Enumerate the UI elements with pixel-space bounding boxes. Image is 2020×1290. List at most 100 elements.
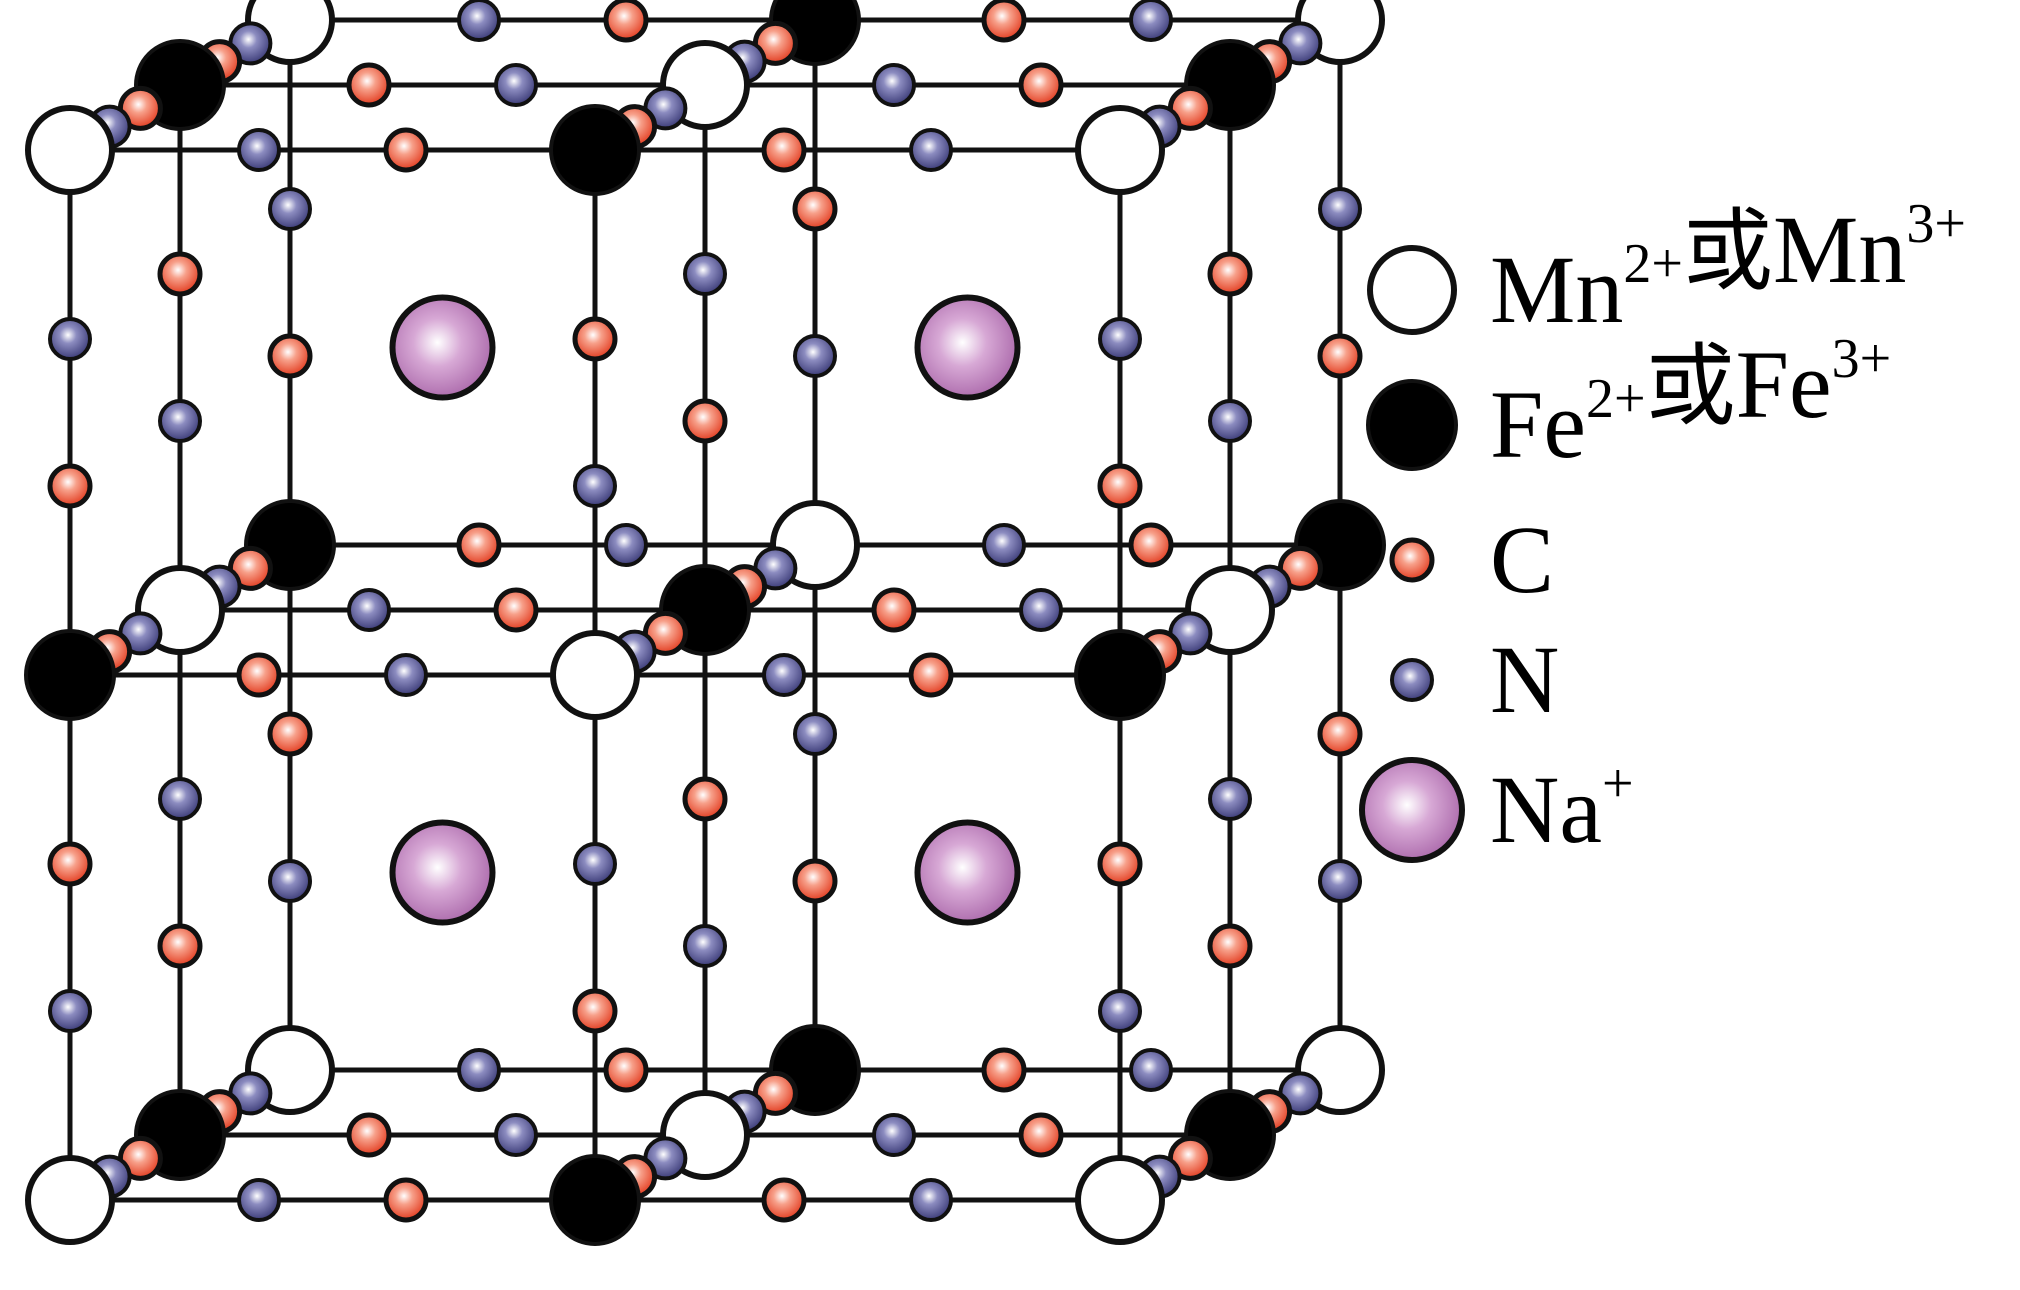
na-ion bbox=[914, 294, 1021, 401]
carbon-atom bbox=[267, 711, 313, 757]
legend-item-mn: Mn2+或Mn3+ bbox=[1367, 193, 1966, 343]
legend-label: C bbox=[1490, 506, 1554, 613]
nitrogen-atom bbox=[573, 842, 617, 886]
nitrogen-atom bbox=[494, 63, 538, 107]
nitrogen-atom bbox=[347, 588, 391, 632]
carbon-atom bbox=[981, 0, 1027, 43]
nitrogen-atom bbox=[909, 128, 953, 172]
carbon-atom bbox=[871, 587, 917, 633]
carbon-atom bbox=[383, 127, 429, 173]
nitrogen-atom bbox=[268, 859, 312, 903]
carbon-atom bbox=[1018, 62, 1064, 108]
nitrogen-atom bbox=[1318, 859, 1362, 903]
nitrogen-atom bbox=[1129, 0, 1173, 42]
carbon-atom bbox=[603, 1047, 649, 1093]
fe-ion bbox=[24, 629, 116, 721]
legend-label: N bbox=[1490, 626, 1559, 733]
legend-label: Fe2+或Fe3+ bbox=[1490, 328, 1891, 478]
carbon-atom bbox=[383, 1177, 429, 1223]
carbon-atom bbox=[981, 1047, 1027, 1093]
nitrogen-atom bbox=[1098, 989, 1142, 1033]
mn-ion bbox=[1075, 105, 1165, 195]
legend-marker-fe bbox=[1366, 379, 1458, 471]
legend-label: Na+ bbox=[1490, 753, 1634, 863]
nitrogen-atom bbox=[268, 187, 312, 231]
carbon-atom bbox=[1097, 841, 1143, 887]
carbon-atom bbox=[1128, 522, 1174, 568]
carbon-atom bbox=[603, 0, 649, 43]
na-ion bbox=[914, 819, 1021, 926]
nitrogen-atom bbox=[1208, 777, 1252, 821]
carbon-atom bbox=[1317, 711, 1363, 757]
carbon-atom bbox=[157, 251, 203, 297]
mn-ion bbox=[25, 105, 115, 195]
legend: Mn2+或Mn3+Fe2+或Fe3+ CN Na+ bbox=[1359, 193, 1966, 863]
nitrogen-atom bbox=[1129, 1048, 1173, 1092]
carbon-atom bbox=[456, 522, 502, 568]
legend-item-n: N bbox=[1390, 626, 1559, 733]
carbon-atom bbox=[1317, 333, 1363, 379]
carbon-atom bbox=[761, 127, 807, 173]
nitrogen-atom bbox=[793, 712, 837, 756]
carbon-atom bbox=[1207, 923, 1253, 969]
carbon-atom bbox=[1018, 1112, 1064, 1158]
carbon-atom bbox=[47, 463, 93, 509]
nitrogen-atom bbox=[158, 399, 202, 443]
carbon-atom bbox=[908, 652, 954, 698]
nitrogen-atom bbox=[384, 653, 428, 697]
fe-ion bbox=[549, 104, 641, 196]
legend-marker-mn bbox=[1367, 245, 1457, 335]
carbon-atom bbox=[1207, 251, 1253, 297]
nitrogen-atom bbox=[158, 777, 202, 821]
nitrogen-atom bbox=[683, 252, 727, 296]
mn-ion bbox=[1075, 1155, 1165, 1245]
fe-ion bbox=[1074, 629, 1166, 721]
nitrogen-atom bbox=[872, 63, 916, 107]
na-ion bbox=[389, 819, 496, 926]
nitrogen-atom bbox=[48, 317, 92, 361]
carbon-atom bbox=[682, 398, 728, 444]
nitrogen-atom bbox=[48, 989, 92, 1033]
nitrogen-atom bbox=[793, 334, 837, 378]
nitrogen-atom bbox=[762, 653, 806, 697]
nitrogen-atom bbox=[1098, 317, 1142, 361]
fe-ion bbox=[549, 1154, 641, 1246]
legend-item-c: C bbox=[1389, 506, 1554, 613]
nitrogen-atom bbox=[573, 464, 617, 508]
mn-ion bbox=[25, 1155, 115, 1245]
legend-marker-na bbox=[1359, 757, 1465, 863]
nitrogen-atom bbox=[494, 1113, 538, 1157]
nitrogen-atom bbox=[1208, 399, 1252, 443]
carbon-atom bbox=[47, 841, 93, 887]
carbon-atom bbox=[572, 316, 618, 362]
nitrogen-atom bbox=[982, 523, 1026, 567]
carbon-atom bbox=[236, 652, 282, 698]
legend-marker-c bbox=[1389, 537, 1435, 583]
carbon-atom bbox=[761, 1177, 807, 1223]
legend-label: Mn2+或Mn3+ bbox=[1490, 193, 1966, 343]
atoms bbox=[24, 0, 1386, 1246]
nitrogen-atom bbox=[457, 0, 501, 42]
nitrogen-atom bbox=[237, 128, 281, 172]
nitrogen-atom bbox=[1019, 588, 1063, 632]
nitrogen-atom bbox=[683, 924, 727, 968]
carbon-atom bbox=[346, 1112, 392, 1158]
carbon-atom bbox=[157, 923, 203, 969]
legend-item-na: Na+ bbox=[1359, 753, 1634, 863]
na-ion bbox=[389, 294, 496, 401]
carbon-atom bbox=[1097, 463, 1143, 509]
carbon-atom bbox=[493, 587, 539, 633]
carbon-atom bbox=[682, 776, 728, 822]
nitrogen-atom bbox=[237, 1178, 281, 1222]
nitrogen-atom bbox=[872, 1113, 916, 1157]
nitrogen-atom bbox=[457, 1048, 501, 1092]
mn-ion bbox=[550, 630, 640, 720]
carbon-atom bbox=[792, 186, 838, 232]
nitrogen-atom bbox=[1318, 187, 1362, 231]
nitrogen-atom bbox=[909, 1178, 953, 1222]
legend-item-fe: Fe2+或Fe3+ bbox=[1366, 328, 1891, 478]
carbon-atom bbox=[267, 333, 313, 379]
legend-marker-n bbox=[1390, 658, 1434, 702]
